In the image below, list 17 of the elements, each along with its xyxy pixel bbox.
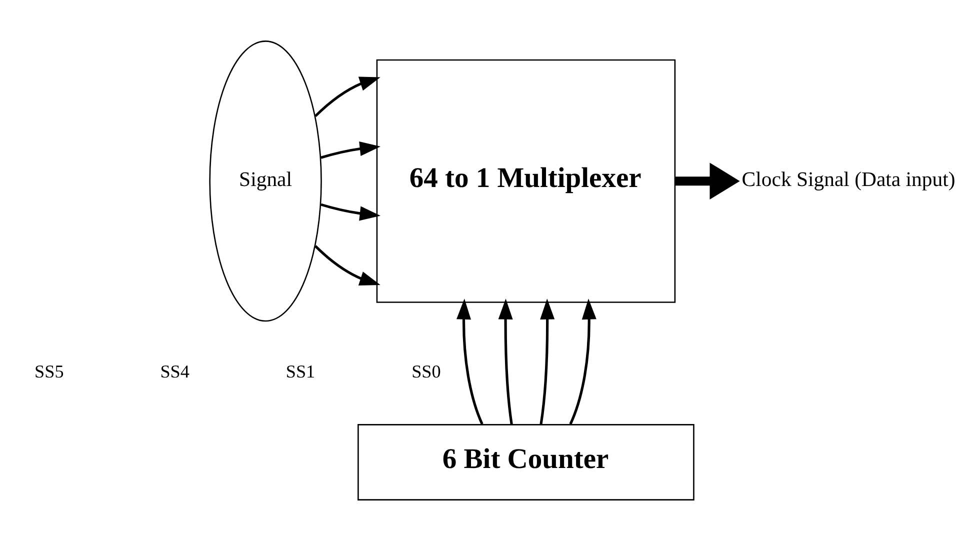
arrow [675, 162, 740, 200]
arrow [320, 141, 381, 158]
label: SS0 [412, 361, 441, 382]
arrow [569, 298, 596, 424]
arrow [320, 202, 381, 220]
arrow [456, 298, 484, 424]
node-box: 64 to 1 Multiplexer [376, 58, 676, 302]
label: SS1 [286, 361, 316, 382]
node-box: 6 Bit Counter [358, 424, 694, 500]
arrow [314, 244, 380, 285]
arrow [314, 76, 380, 117]
arrow [498, 298, 513, 424]
label: SS4 [160, 361, 190, 382]
node-text: Clock Signal (Data input) [742, 168, 956, 191]
arrow [540, 298, 555, 424]
node-ellipse: Signal [209, 40, 322, 322]
label: SS5 [34, 361, 64, 382]
